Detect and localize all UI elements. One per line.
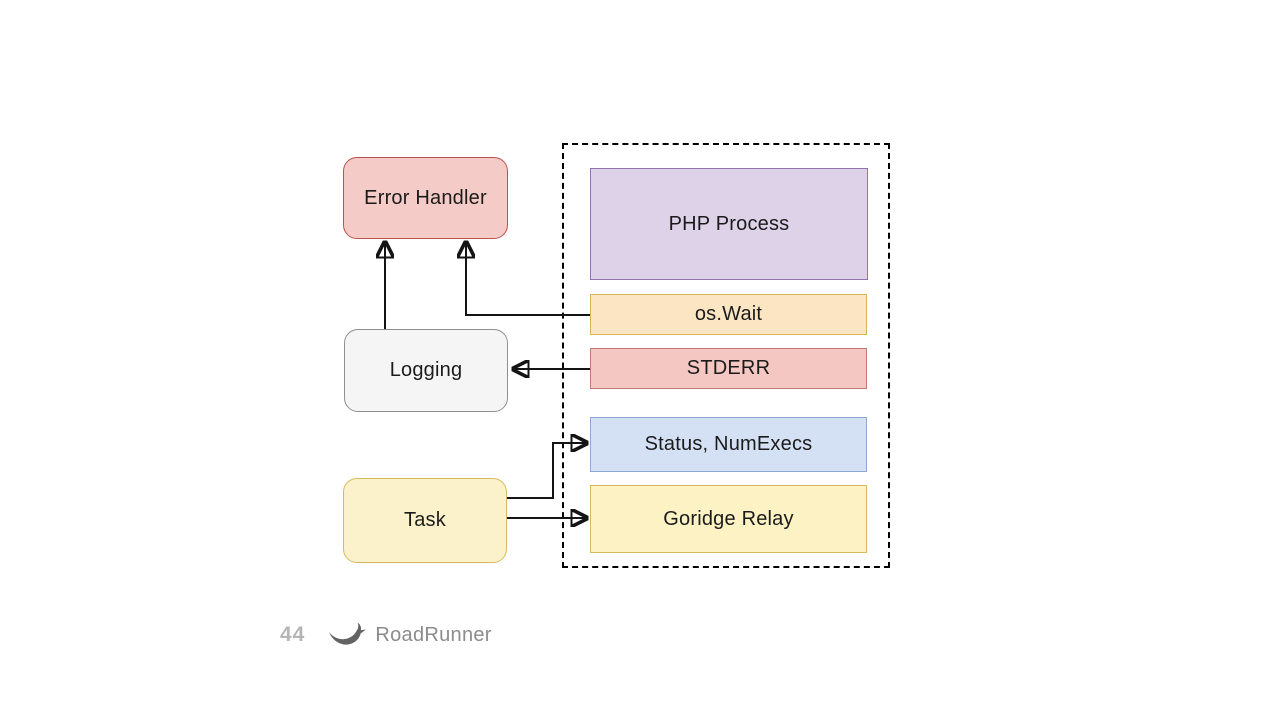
roadrunner-bird-icon (329, 622, 367, 645)
node-status-numexecs-label: Status, NumExecs (644, 433, 813, 455)
node-os-wait: os.Wait (590, 294, 867, 335)
node-php-process-label: PHP Process (668, 212, 790, 235)
node-logging-label: Logging (389, 359, 463, 381)
node-error-handler: Error Handler (343, 157, 508, 239)
node-status-numexecs: Status, NumExecs (590, 417, 867, 472)
footer: 44 RoadRunner (280, 618, 492, 652)
brand-name: RoadRunner (375, 623, 492, 646)
page-number: 44 (280, 623, 306, 646)
node-task: Task (343, 478, 507, 563)
node-stderr-label: STDERR (686, 357, 771, 379)
node-goridge-relay: Goridge Relay (590, 485, 867, 553)
node-stderr: STDERR (590, 348, 867, 389)
node-php-process: PHP Process (590, 168, 868, 280)
node-goridge-relay-label: Goridge Relay (663, 507, 794, 530)
node-logging: Logging (344, 329, 508, 412)
node-error-handler-label: Error Handler (364, 186, 487, 209)
worker-boundary-box (562, 143, 890, 568)
node-task-label: Task (404, 509, 446, 531)
node-os-wait-label: os.Wait (694, 303, 763, 325)
